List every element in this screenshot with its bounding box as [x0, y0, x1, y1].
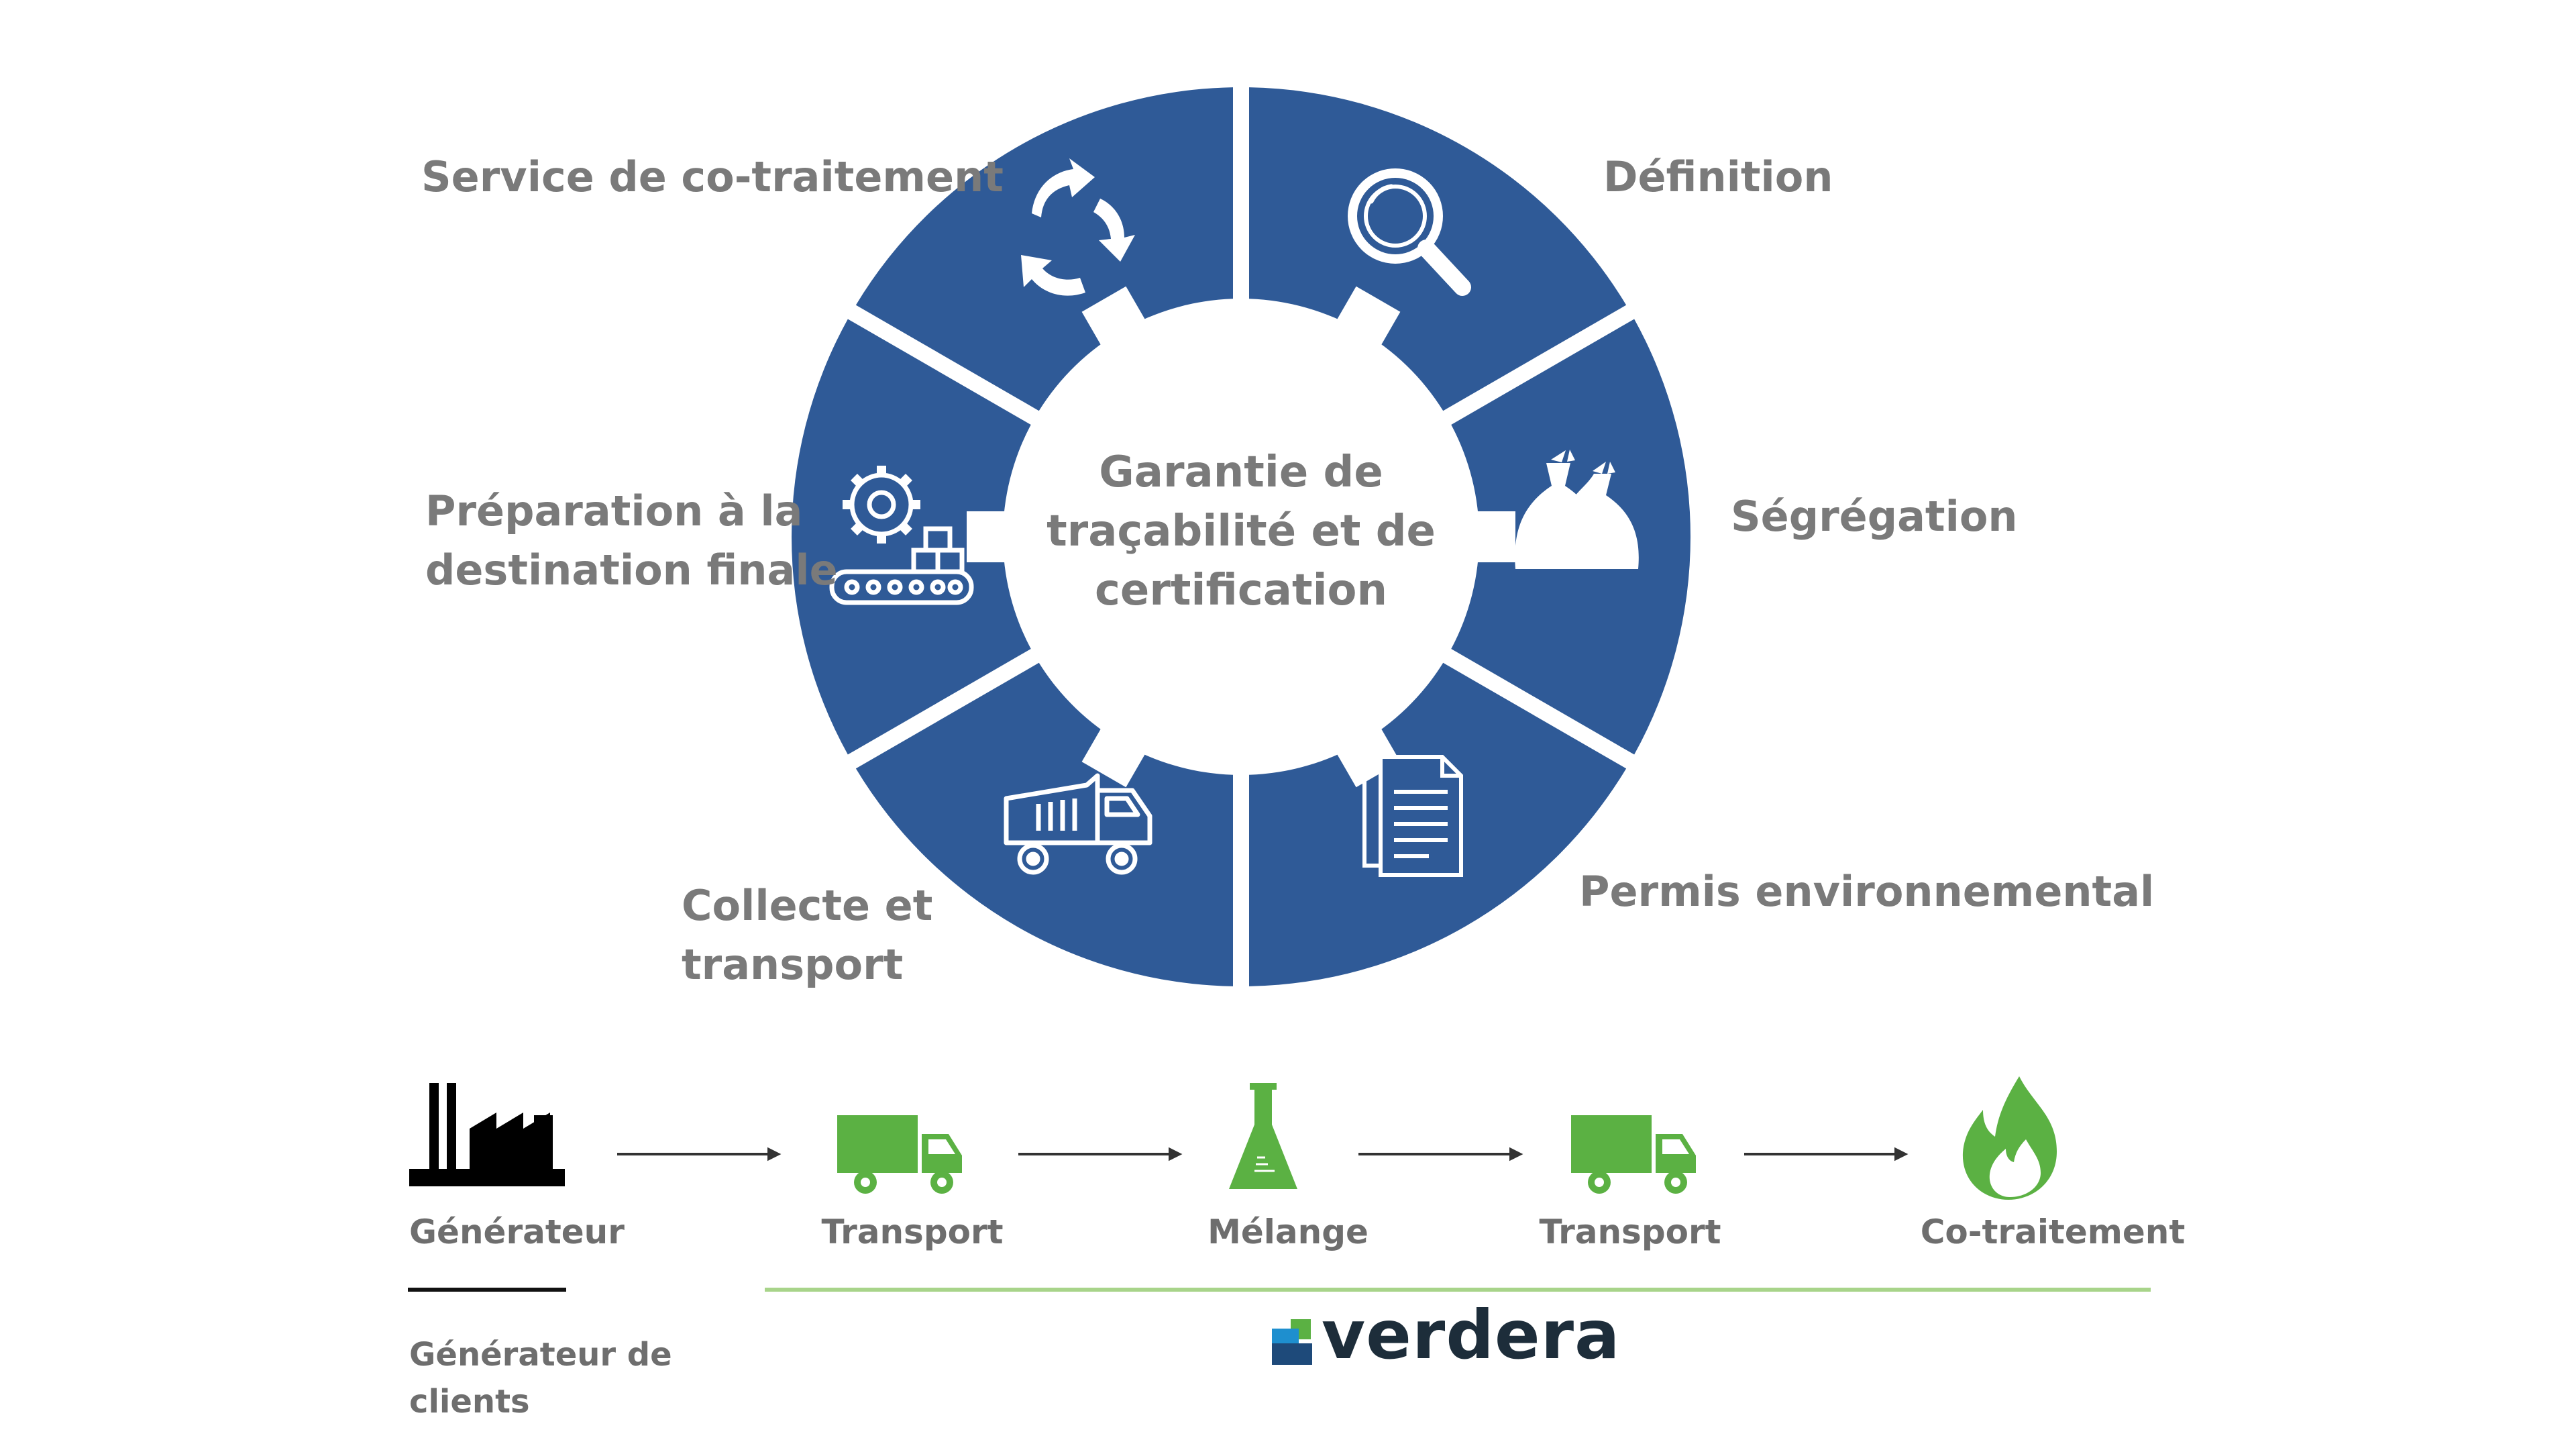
flow-label-cotraitement: Co-traitement — [1920, 1213, 2186, 1251]
verdera-logo-icon — [1272, 1319, 1312, 1365]
hub-tooth — [1081, 286, 1149, 352]
segment-label-definition: Définition — [1603, 148, 1833, 207]
segment-label-line: Collecte et — [682, 881, 933, 930]
segment-preparation — [791, 319, 1031, 755]
segment-label-collecte: Collecte et transport — [682, 876, 932, 994]
segment-label-permis: Permis environnemental — [1579, 862, 2154, 921]
hub-tooth — [1081, 722, 1149, 788]
waste-bags-icon — [1515, 450, 1639, 569]
hub-tooth — [967, 511, 1012, 562]
segment-label-preparation: Préparation à la destination finale — [425, 482, 838, 600]
hub-tooth — [1333, 286, 1401, 352]
legend-line: Générateur de — [409, 1336, 672, 1374]
segment-label-service: Service de co-traitement — [421, 148, 1004, 207]
document-icon — [1362, 755, 1463, 877]
recycle-arrows-icon — [1021, 158, 1135, 296]
flow-label-transport-1: Transport — [821, 1213, 1004, 1251]
flow-label-generateur: Générateur — [409, 1213, 625, 1251]
flow-label-melange: Mélange — [1208, 1213, 1368, 1251]
segment-label-line: destination finale — [425, 546, 838, 595]
legend-line: clients — [409, 1383, 530, 1421]
segment-label-line: Préparation à la — [425, 486, 803, 535]
magnifier-icon — [1348, 168, 1471, 296]
segment-label-segregation: Ségrégation — [1731, 487, 2018, 546]
segment-label-line: Définition — [1603, 152, 1833, 201]
segment-label-line: Permis environnemental — [1579, 867, 2155, 916]
wheel-center-text: Garantie de traçabilité et de certificat… — [1026, 443, 1456, 620]
dump-truck-icon — [1004, 773, 1152, 875]
segment-label-line: Ségrégation — [1731, 492, 2018, 541]
hub-tooth — [1470, 511, 1515, 562]
center-line-2: traçabilité et de — [1046, 507, 1436, 556]
center-line-3: certification — [1094, 566, 1388, 615]
flow-label-transport-2: Transport — [1539, 1213, 1721, 1251]
flame-icon — [1962, 1076, 2057, 1200]
wheel-hub — [1007, 303, 1475, 771]
truck-icon — [1571, 1115, 1696, 1194]
gear-conveyor-icon — [829, 466, 974, 605]
flask-icon — [1229, 1083, 1297, 1189]
brand-name: verdera — [1322, 1296, 1621, 1374]
center-line-1: Garantie de — [1099, 448, 1383, 497]
flow-arrows — [617, 1147, 1909, 1162]
segment-label-line: Service de co-traitement — [421, 152, 1004, 201]
segment-service — [855, 87, 1234, 411]
segment-collecte — [855, 662, 1234, 986]
segment-label-line: transport — [682, 940, 904, 989]
factory-icon — [409, 1083, 565, 1186]
legend-generator-clients: Générateur de clients — [409, 1331, 672, 1425]
truck-icon — [837, 1115, 962, 1194]
